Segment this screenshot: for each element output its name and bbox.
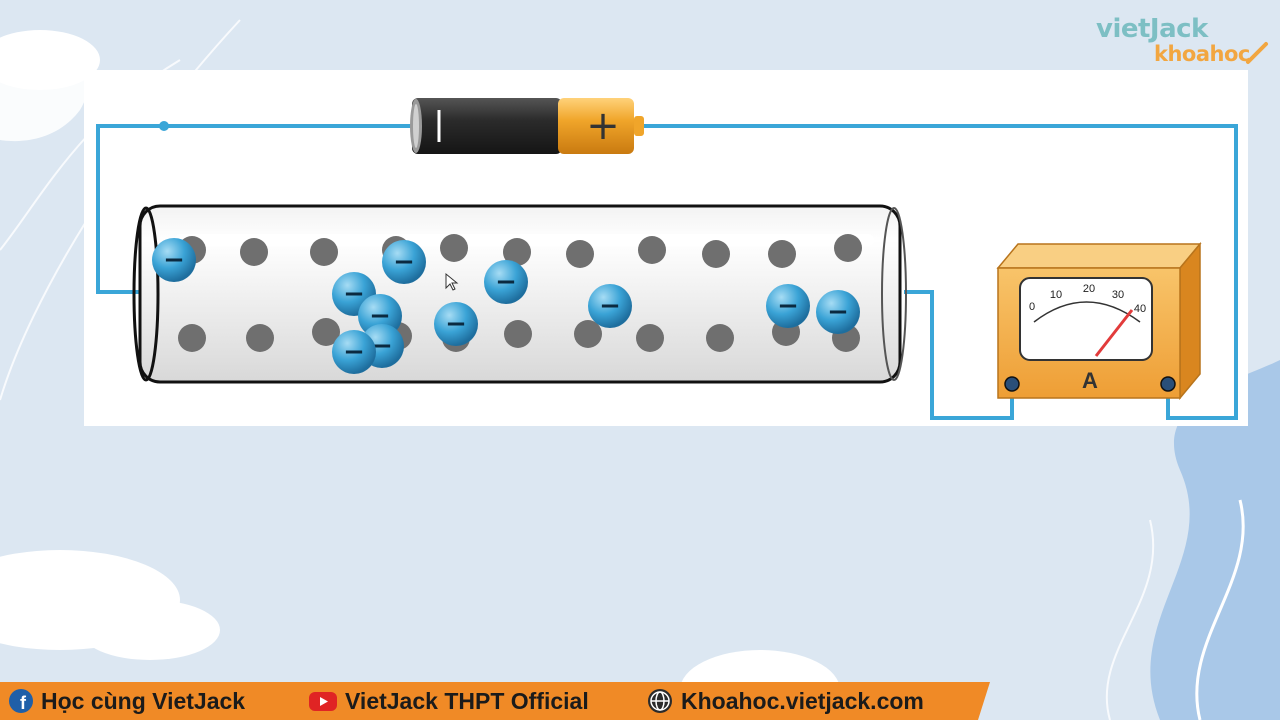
electron-minus-symbol: − [495,267,517,297]
electron-minus-symbol: − [369,301,391,331]
ion [504,320,532,348]
ion [312,318,340,346]
circuit-diagram: + [96,98,1238,420]
terminal-left [1004,376,1020,392]
electron: − [588,284,632,328]
ion [566,240,594,268]
electron-minus-symbol: − [393,247,415,277]
footer-website-text: Khoahoc.vietjack.com [681,687,924,714]
electron-minus-symbol: − [343,337,365,367]
youtube-icon [309,692,337,711]
electron: − [816,290,860,334]
electron: − [434,302,478,346]
electron-minus-symbol: − [777,291,799,321]
scale-label-20: 20 [1083,283,1095,295]
terminal-right [1160,376,1176,392]
electron: − [484,260,528,304]
footer-youtube-text: VietJack THPT Official [345,687,589,714]
ion [240,238,268,266]
electron: − [332,330,376,374]
ion [574,320,602,348]
ion [503,238,531,266]
ion [702,240,730,268]
electron-minus-symbol: − [599,291,621,321]
footer-website[interactable]: Khoahoc.vietjack.com [646,682,924,720]
pencil-icon [1246,42,1268,64]
battery [410,98,644,154]
ion [706,324,734,352]
scale-label-30: 30 [1112,289,1124,301]
footer-youtube[interactable]: VietJack THPT Official [308,682,589,720]
wire-junction-dot [159,121,169,131]
circuit-wires [96,124,1238,420]
ion [834,234,862,262]
mouse-cursor-icon [445,272,459,291]
scale-label-10: 10 [1050,289,1062,301]
electron-minus-symbol: − [827,297,849,327]
facebook-icon: f [9,689,33,713]
electron-minus-symbol: − [445,309,467,339]
electron-minus-symbol: − [343,279,365,309]
electron: − [152,238,196,282]
ion [246,324,274,352]
electrons: − − − − − − − − − − − [152,238,860,374]
ammeter [996,241,1202,401]
logo-top-text: vietJack [1096,14,1208,44]
globe-icon [648,689,672,713]
footer-facebook-text: Học cùng VietJack [41,687,246,714]
ion [310,238,338,266]
scale-label-0: 0 [1029,301,1035,313]
svg-text:f: f [20,693,27,713]
ion [768,240,796,268]
battery-plus-symbol: + [586,103,620,149]
electron-minus-symbol: − [163,245,185,275]
electron: − [766,284,810,328]
footer-facebook[interactable]: f Học cùng VietJack [8,682,245,720]
ion [638,236,666,264]
scale-label-40: 40 [1134,303,1146,315]
electron: − [382,240,426,284]
ammeter-needle [1094,309,1134,357]
footer-banner: f Học cùng VietJack VietJack THPT Offici… [0,682,990,720]
diagram-panel: + [84,70,1248,426]
ion [178,324,206,352]
logo-bottom-text: khoahoc [1154,42,1250,66]
ammeter-unit-label: A [1082,368,1098,393]
ion [636,324,664,352]
vietjack-logo: vietJack khoahoc [1096,14,1276,68]
electron-minus-symbol: − [371,331,393,361]
ion [440,234,468,262]
